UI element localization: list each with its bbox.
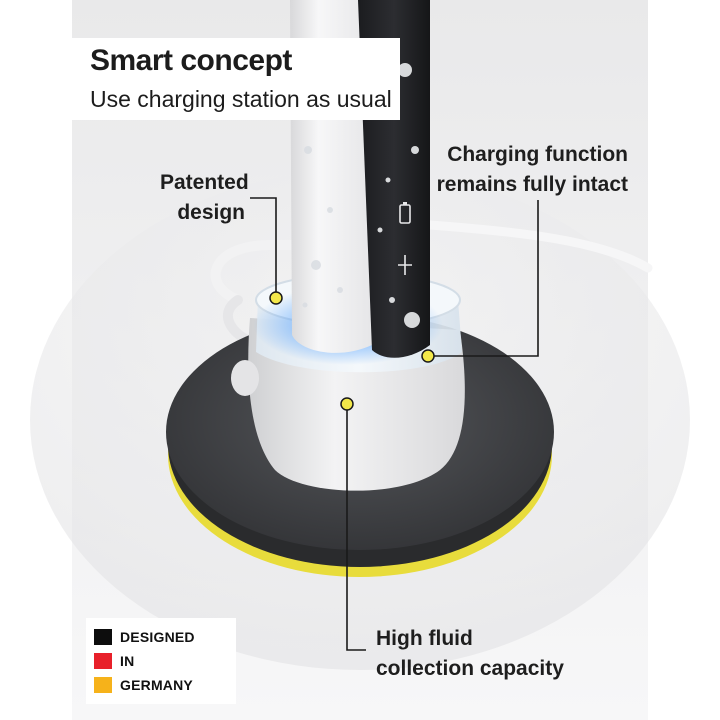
callout-dots: [269, 291, 435, 411]
headline-subtitle: Use charging station as usual: [90, 86, 392, 112]
battery-cap: [403, 202, 407, 205]
flag-gold-stripe: [94, 677, 112, 693]
callout-patented-design: Patented design: [160, 168, 249, 228]
headline-box: Smart concept Use charging station as us…: [72, 38, 400, 120]
cable-right: [425, 220, 653, 273]
cable-port: [231, 360, 259, 396]
callout-leaders: [250, 197, 539, 651]
callout-charging-function: Charging function remains fully intact: [430, 140, 628, 200]
badge-text: IN: [120, 653, 135, 669]
plug-icon: [398, 255, 412, 275]
callout-text: Charging function: [447, 143, 628, 166]
callout-text: Patented: [160, 171, 249, 194]
callout-text: remains fully intact: [436, 173, 628, 196]
flag-black-stripe: [94, 629, 112, 645]
callout-fluid-capacity: High fluid collection capacity: [376, 624, 564, 684]
flag-red-stripe: [94, 653, 112, 669]
cable-left: [210, 240, 305, 305]
callout-text: design: [177, 201, 245, 224]
designed-in-germany-badge: DESIGNED IN GERMANY: [86, 618, 236, 704]
badge-text: DESIGNED: [120, 629, 195, 645]
badge-text: GERMANY: [120, 677, 193, 693]
callout-text: High fluid: [376, 627, 473, 650]
badge-row: GERMANY: [94, 674, 193, 696]
badge-row: DESIGNED: [94, 626, 195, 648]
badge-row: IN: [94, 650, 134, 672]
headline-title: Smart concept: [90, 44, 292, 77]
callout-text: collection capacity: [376, 657, 564, 680]
